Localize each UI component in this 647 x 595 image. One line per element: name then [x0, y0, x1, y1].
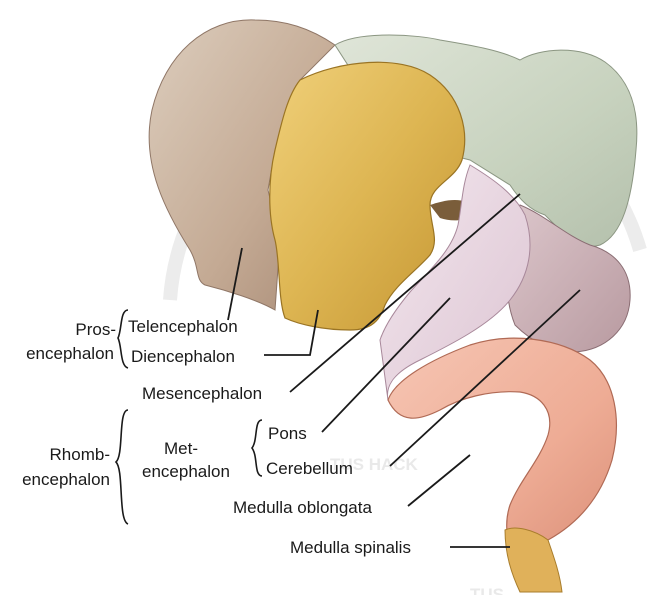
medulla-spinalis-label: Medulla spinalis: [290, 538, 411, 557]
cerebellum-label: Cerebellum: [266, 459, 353, 478]
rhombencephalon-brace: [116, 410, 128, 524]
rhombencephalon-label-top: Rhomb-: [50, 445, 110, 464]
braces: [116, 310, 262, 524]
prosencephalon-label-bottom: encephalon: [26, 344, 114, 363]
metencephalon-label-bottom: encephalon: [142, 462, 230, 481]
metencephalon-brace: [252, 420, 262, 476]
rhombencephalon-label-bottom: encephalon: [22, 470, 110, 489]
mesencephalon-label: Mesencephalon: [142, 384, 262, 403]
prosencephalon-label-top: Pros-: [75, 320, 116, 339]
watermark-text-bottom: TUS: [470, 585, 504, 595]
pons-label: Pons: [268, 424, 307, 443]
metencephalon-label-top: Met-: [164, 439, 198, 458]
medulla-spinalis-region: [505, 528, 562, 592]
diencephalon-label: Diencephalon: [131, 347, 235, 366]
medulla-oblongata-region: [388, 338, 616, 555]
telencephalon-label: Telencephalon: [128, 317, 238, 336]
labels: Telencephalon Diencephalon Pros- encepha…: [22, 317, 411, 557]
prosencephalon-brace: [118, 310, 128, 368]
medulla-oblongata-label: Medulla oblongata: [233, 498, 372, 517]
